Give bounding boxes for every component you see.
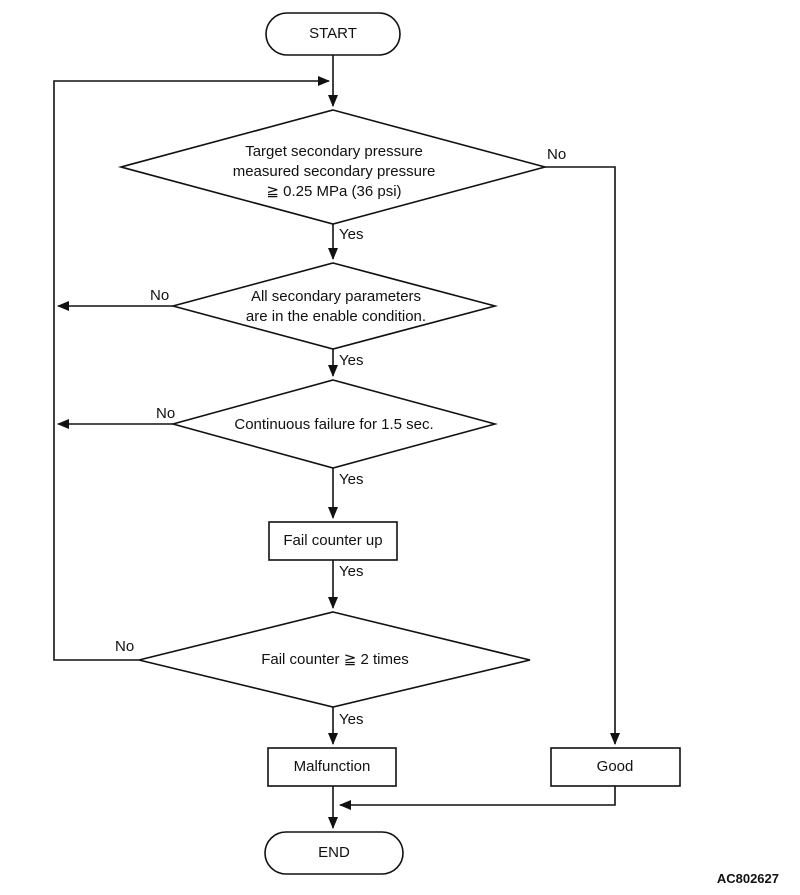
branch-yes-pressure: Yes xyxy=(339,226,364,243)
process-good-box xyxy=(550,747,681,787)
decision-continuous-label: Continuous failure for 1.5 sec. xyxy=(234,416,434,433)
connector-good-to-end-junction xyxy=(339,786,616,810)
branch-yes-fail-counter-up: Yes xyxy=(339,563,364,580)
decision-fail-counter-diamond xyxy=(138,611,531,708)
branch-no-continuous: No xyxy=(156,405,176,422)
branch-no-pressure: No xyxy=(547,146,567,163)
branch-no-parameters: No xyxy=(150,287,170,304)
decision-pressure-label: Target secondary pressure measured secon… xyxy=(232,143,436,200)
process-good-label: Good xyxy=(596,758,634,775)
branch-yes-parameters: Yes xyxy=(339,352,364,369)
figure-code: AC802627 xyxy=(716,871,779,886)
process-fail-counter-label: Fail counter up xyxy=(283,532,383,549)
branch-yes-continuous: Yes xyxy=(339,471,364,488)
connector-pressure-no-to-good xyxy=(545,166,620,745)
decision-fail-counter-label: Fail counter ≧ 2 times xyxy=(261,651,409,668)
decision-parameters-diamond xyxy=(169,262,499,350)
terminal-end xyxy=(264,831,404,875)
terminal-start xyxy=(265,12,401,56)
branch-yes-fail-counter: Yes xyxy=(339,711,364,728)
decision-parameters-label: All secondary parameters are in the enab… xyxy=(245,288,427,325)
process-malfunction-label: Malfunction xyxy=(293,758,371,775)
process-malfunction-box xyxy=(267,747,397,787)
start-label: START xyxy=(309,25,357,42)
decision-continuous-diamond xyxy=(169,379,499,469)
process-fail-counter-box xyxy=(268,521,398,561)
branch-no-fail-counter: No xyxy=(115,638,135,655)
connector-loop-back-no xyxy=(53,76,330,661)
decision-pressure-diamond xyxy=(117,109,549,225)
end-label: END xyxy=(318,844,350,861)
